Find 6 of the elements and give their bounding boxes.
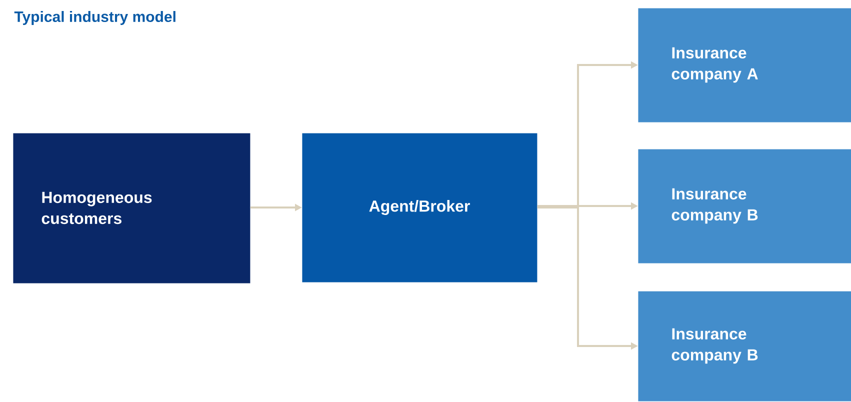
title: Typical industry model — [14, 11, 176, 25]
process-box: Insurance company A — [638, 8, 851, 122]
process-box: Agent/Broker — [302, 133, 538, 282]
process-box: Insurance company B — [638, 149, 851, 264]
process-box: Insurance company B — [638, 291, 851, 402]
process-box: Homogeneous customers — [13, 133, 250, 284]
